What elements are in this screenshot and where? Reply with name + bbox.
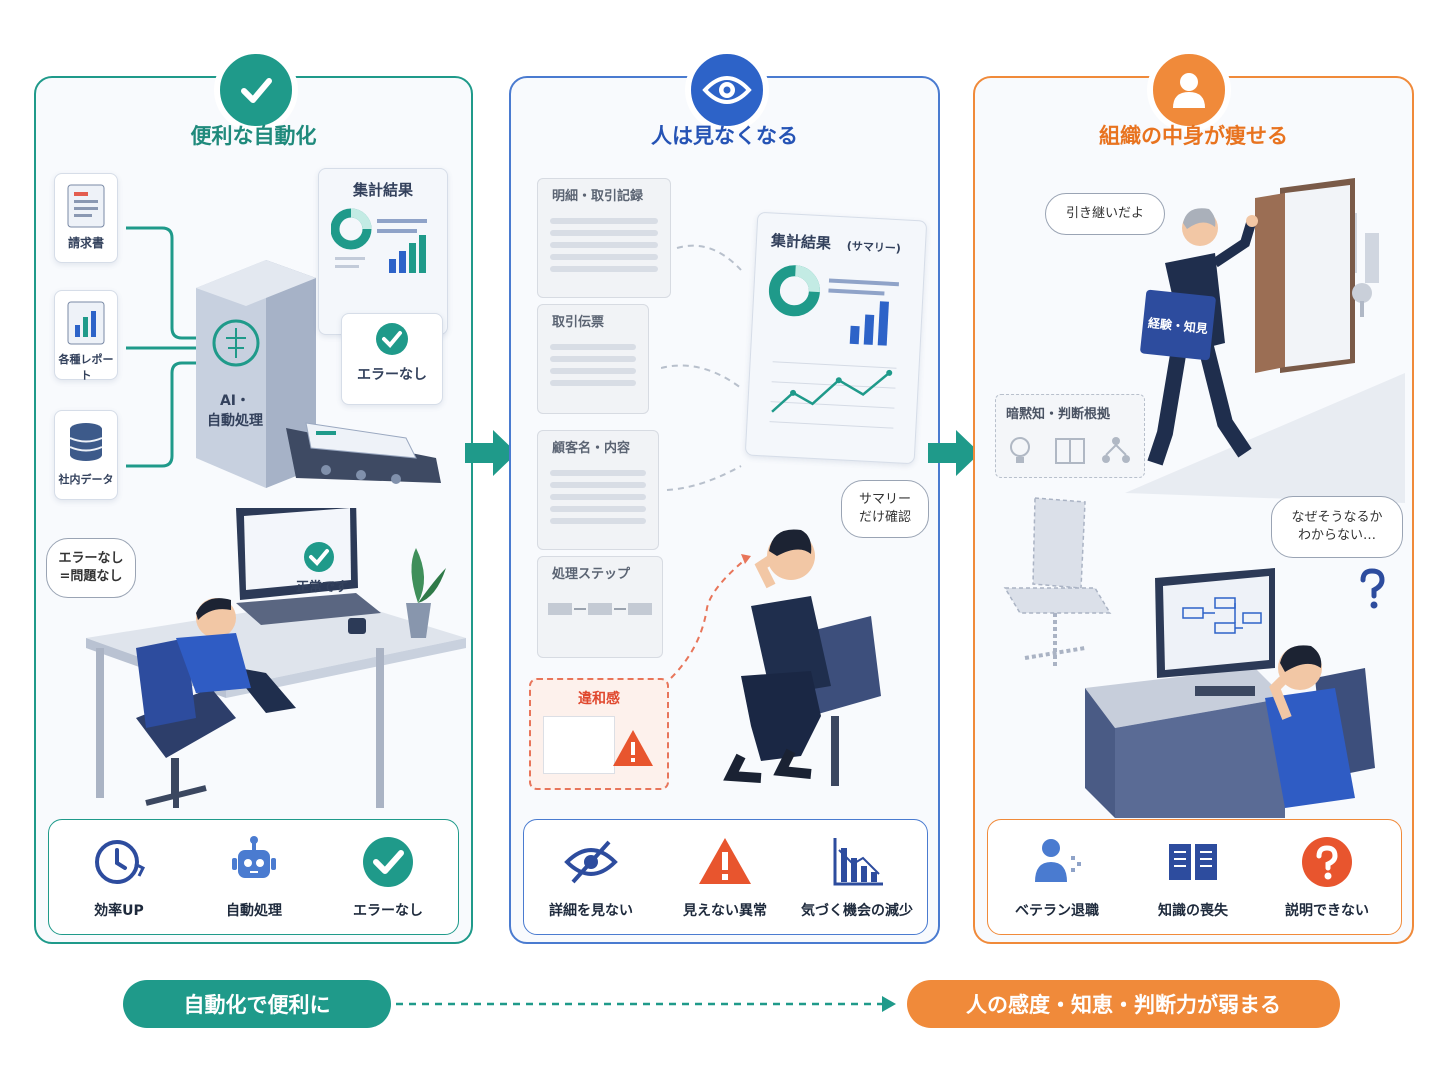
- warning-icon: [613, 730, 653, 766]
- decline-chart-icon: [833, 838, 883, 886]
- feature-fewer-chances: 気づく機会の減少: [792, 834, 922, 920]
- result-card: 集計結果: [318, 168, 448, 335]
- feature-label: ベテラン退職: [1015, 903, 1099, 919]
- summary-pill-weakening: 人の感度・知恵・判断力が弱まる: [907, 980, 1340, 1028]
- doc-vouchers: 取引伝票: [537, 304, 649, 414]
- doc-customer: 顧客名・内容: [537, 430, 659, 550]
- panel-convenient-automation: 便利な自動化 請求書 各種レポート 社内データ AI・ 自動処理 集計結果: [34, 48, 473, 944]
- panel-arrow-icon: [465, 430, 517, 476]
- summary-chart-icon: [768, 265, 900, 429]
- feature-label: 効率UP: [94, 903, 144, 919]
- feature-cannot-explain: 説明できない: [1262, 834, 1392, 920]
- person-leaving-icon: [1035, 839, 1081, 882]
- thought-bubble: なぜそうなるか わからない…: [1271, 496, 1403, 558]
- doc-label: 明細・取引記録: [552, 189, 644, 204]
- check-badge-icon: [214, 48, 298, 132]
- panel-title: 便利な自動化: [190, 124, 317, 148]
- clock-arrow-icon: [95, 840, 146, 884]
- knowledge-binder: 経験・知見: [1139, 289, 1217, 361]
- monitor-screen: 正常です: [272, 540, 372, 600]
- doc-invoice: 請求書: [54, 173, 118, 263]
- panel-title: 組織の中身が痩せる: [1099, 124, 1288, 148]
- warning-icon: [699, 838, 751, 884]
- question-circle-icon: [1302, 837, 1352, 887]
- person-badge-icon: [1147, 48, 1231, 132]
- feature-strip: 効率UP 自動処理 エラーなし: [48, 819, 459, 935]
- tacit-label: 暗黙知・判断根拠: [1006, 407, 1111, 422]
- anomaly-card: 違和感: [529, 678, 669, 790]
- dashed-arrow: [396, 996, 896, 1012]
- feature-no-detail: 詳細を見ない: [526, 834, 656, 920]
- question-mark-icon: [1360, 568, 1385, 609]
- eye-slash-icon: [564, 840, 618, 884]
- feature-label: 見えない異常: [683, 903, 767, 919]
- doc-reports: 各種レポート: [54, 290, 118, 382]
- feature-strip: ベテラン退職 知識の喪失 説明できない: [987, 819, 1402, 935]
- feature-label: 説明できない: [1285, 903, 1369, 919]
- tacit-knowledge-card: 暗黙知・判断根拠: [995, 394, 1145, 478]
- panel-arrow-icon: [928, 430, 980, 476]
- summary-card: 集計結果 (サマリー): [744, 211, 928, 465]
- panel-title: 人は見なくなる: [651, 124, 798, 148]
- feature-label: エラーなし: [353, 903, 423, 919]
- relaxed-worker-illustration: [86, 508, 466, 808]
- doc-label: 処理ステップ: [552, 567, 631, 582]
- machine-label: AI・ 自動処理: [207, 393, 263, 429]
- open-book-icon: [1169, 844, 1217, 880]
- feature-label: 詳細を見ない: [549, 903, 633, 919]
- feature-label: 知識の喪失: [1158, 903, 1228, 919]
- feature-hidden-anomaly: 見えない異常: [660, 834, 790, 920]
- doc-label: 取引伝票: [552, 315, 605, 330]
- empty-chair-illustration: [1003, 497, 1112, 668]
- knowledge-icons: [1010, 437, 1130, 464]
- thought-bubble: サマリー だけ確認: [841, 480, 929, 538]
- doc-transaction-records: 明細・取引記録: [537, 178, 671, 298]
- ai-machine-illustration: [196, 260, 441, 488]
- speech-bubble: 引き継いだよ: [1045, 193, 1165, 235]
- robot-icon: [232, 836, 276, 878]
- doc-label: 顧客名・内容: [552, 441, 631, 456]
- monitor-text: 正常です: [295, 580, 348, 595]
- feature-strip: 詳細を見ない 見えない異常 気づく機会の減少: [523, 819, 928, 935]
- doc-label: 社内データ: [58, 473, 114, 486]
- donut-bar-chart-icon: [331, 208, 427, 273]
- thought-bubble: エラーなし =問題なし: [46, 538, 136, 598]
- feature-efficiency: 効率UP: [54, 834, 184, 920]
- confused-worker-illustration: [1085, 568, 1375, 818]
- feature-veteran-retire: ベテラン退職: [992, 834, 1122, 920]
- feature-automation: 自動処理: [189, 834, 319, 920]
- check-circle-icon: [363, 837, 413, 887]
- doc-label: 各種レポート: [58, 353, 114, 382]
- doc-process-steps: 処理ステップ: [537, 556, 663, 658]
- summary-title: 集計結果: [770, 231, 832, 253]
- feature-knowledge-loss: 知識の喪失: [1128, 834, 1258, 920]
- dashed-flow-arrows: [661, 244, 751, 679]
- doc-label: 請求書: [67, 236, 104, 250]
- status-card: エラーなし: [341, 313, 443, 405]
- feature-label: 自動処理: [226, 903, 282, 919]
- eye-badge-icon: [685, 48, 769, 132]
- doc-company-data: 社内データ: [54, 410, 118, 500]
- summary-pill-convenient: 自動化で便利に: [123, 980, 391, 1028]
- status-text: エラーなし: [357, 367, 427, 383]
- check-circle-icon: [376, 323, 408, 355]
- result-title: 集計結果: [352, 181, 413, 199]
- worker-reviewing-illustration: [723, 529, 881, 786]
- feature-no-errors: エラーなし: [323, 834, 453, 920]
- anomaly-label: 違和感: [578, 691, 620, 707]
- feature-label: 気づく機会の減少: [801, 903, 913, 919]
- database-icon: [69, 423, 103, 461]
- panel-organization-thins: 組織の中身が痩せる 引き継いだよ 経験・知見 暗黙知・判断根拠 なぜそうなるか …: [973, 48, 1414, 944]
- panel-people-stop-looking: 人は見なくなる 明細・取引記録 取引伝票 顧客名・内容 処理ステップ 違和感 集…: [509, 48, 940, 944]
- check-circle-icon: [304, 542, 334, 572]
- summary-subtitle: (サマリー): [846, 239, 902, 256]
